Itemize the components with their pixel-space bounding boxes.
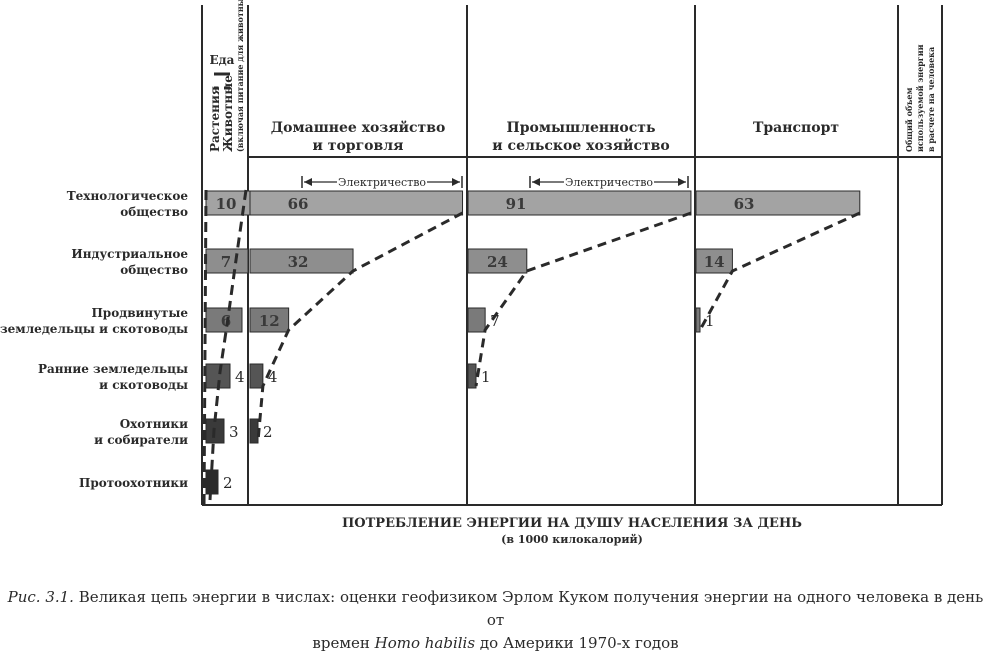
- bar-value-label: 4: [235, 368, 245, 386]
- total-header-line: используемой энергии: [915, 44, 925, 152]
- total-header-line: Общий объем: [904, 87, 914, 152]
- bar: [467, 307, 486, 333]
- row-label: Технологическое: [67, 189, 189, 203]
- column-header-2: и сельское хозяйство: [492, 137, 669, 154]
- x-axis-title-text: ПОТРЕБЛЕНИЕ ЭНЕРГИИ НА ДУШУ НАСЕЛЕНИЯ ЗА…: [342, 516, 802, 531]
- bar: [695, 248, 733, 274]
- bar-value-label: 10: [216, 195, 237, 213]
- bar-value-label: 1: [705, 312, 715, 330]
- bar-value-label: 14: [704, 253, 725, 271]
- bar: [249, 190, 464, 216]
- food-plants-line: [202, 189, 208, 506]
- figure-caption: Рис. 3.1. Великая цепь энергии в числах:…: [0, 586, 991, 655]
- column-header-1: и торговля: [313, 138, 404, 154]
- electricity-arrowhead: [304, 178, 312, 186]
- caption-text-2a: времен: [312, 634, 375, 652]
- column-header-1: Домашнее хозяйство: [271, 119, 446, 136]
- bar-value-label: 63: [734, 195, 755, 213]
- row-label: Продвинутые: [91, 306, 188, 320]
- row-label: земледельцы и скотоводы: [0, 322, 188, 336]
- caption-line-2: времен Homo habilis до Америки 1970-х го…: [0, 632, 991, 655]
- caption-text-1: Великая цепь энергии в числах: оценки ге…: [73, 588, 984, 629]
- bar: [467, 190, 692, 216]
- caption-line-1: Рис. 3.1. Великая цепь энергии в числах:…: [0, 586, 991, 632]
- total-header-line: в расчете на человека: [926, 47, 936, 152]
- electricity-arrowhead: [678, 178, 686, 186]
- food-animals-label: Животные: [221, 75, 235, 152]
- bar: [467, 248, 528, 274]
- bar-value-label: 12: [259, 312, 280, 330]
- bar: [249, 307, 290, 333]
- bar-value-label: 32: [288, 253, 309, 271]
- chart-frame: [201, 5, 943, 506]
- row-labels: ТехнологическоеобществоИндустриальноеобщ…: [0, 189, 188, 490]
- row-label: общество: [120, 263, 188, 277]
- bar: [249, 418, 259, 444]
- electricity-arrowhead: [532, 178, 540, 186]
- bar-value-label: 1: [481, 368, 491, 386]
- x-axis-title: ПОТРЕБЛЕНИЕ ЭНЕРГИИ НА ДУШУ НАСЕЛЕНИЯ ЗА…: [342, 516, 802, 546]
- electricity-markers: Электричество Электричество: [301, 176, 689, 189]
- column-header-2: Промышленность: [507, 120, 656, 136]
- caption-fig-label: Рис. 3.1.: [7, 588, 74, 606]
- bar-value-label: 4: [268, 368, 278, 386]
- bar: [467, 363, 477, 389]
- food-animals-line: [208, 189, 248, 501]
- bar-value-label: 3: [229, 423, 239, 441]
- column-header-3: Транспорт: [753, 120, 839, 136]
- food-animals-note: (включая питание для животных): [235, 0, 245, 152]
- row-label: Индустриальное: [71, 247, 188, 261]
- electricity-label: Электричество: [565, 176, 653, 189]
- row-label: общество: [120, 205, 188, 219]
- energy-chart: Домашнее хозяйство и торговля Промышленнос…: [0, 0, 943, 546]
- electricity-label: Электричество: [338, 176, 426, 189]
- bar-value-label: 6: [221, 312, 231, 330]
- bar: [249, 363, 264, 389]
- food-plants-label: Растения: [208, 86, 222, 152]
- bar: [695, 190, 861, 216]
- dashed-line-series-3: [698, 211, 861, 331]
- bar-value-label: 2: [223, 474, 233, 492]
- column-headers: Домашнее хозяйство и торговля Промышленнос…: [208, 0, 936, 154]
- bar: [205, 248, 249, 274]
- x-axis-subtitle-text: (в 1000 килокалорий): [501, 533, 643, 546]
- bar: [249, 248, 354, 274]
- bar: [695, 307, 701, 333]
- bar-value-label: 2: [263, 423, 273, 441]
- dashed-line-series-2: [474, 211, 692, 387]
- bar-value-label: 91: [506, 195, 527, 213]
- row-label: Ранние земледельцы: [38, 362, 188, 376]
- bar-value-label: 66: [288, 195, 309, 213]
- bar-value-label: 24: [487, 253, 508, 271]
- bar-value-label: 7: [490, 312, 500, 330]
- row-label: Протоохотники: [79, 476, 188, 490]
- dashed-line-series-1: [256, 211, 464, 442]
- caption-text-2b: до Америки 1970-х годов: [475, 634, 679, 652]
- caption-species: Homo habilis: [374, 634, 476, 652]
- dashed-trend-lines: [202, 189, 861, 506]
- row-label: и скотоводы: [99, 378, 188, 392]
- bar-value-label: 7: [221, 253, 231, 271]
- row-label: и собиратели: [94, 433, 188, 447]
- food-header: Еда: [210, 53, 235, 67]
- row-label: Охотники: [120, 417, 188, 431]
- electricity-arrowhead: [452, 178, 460, 186]
